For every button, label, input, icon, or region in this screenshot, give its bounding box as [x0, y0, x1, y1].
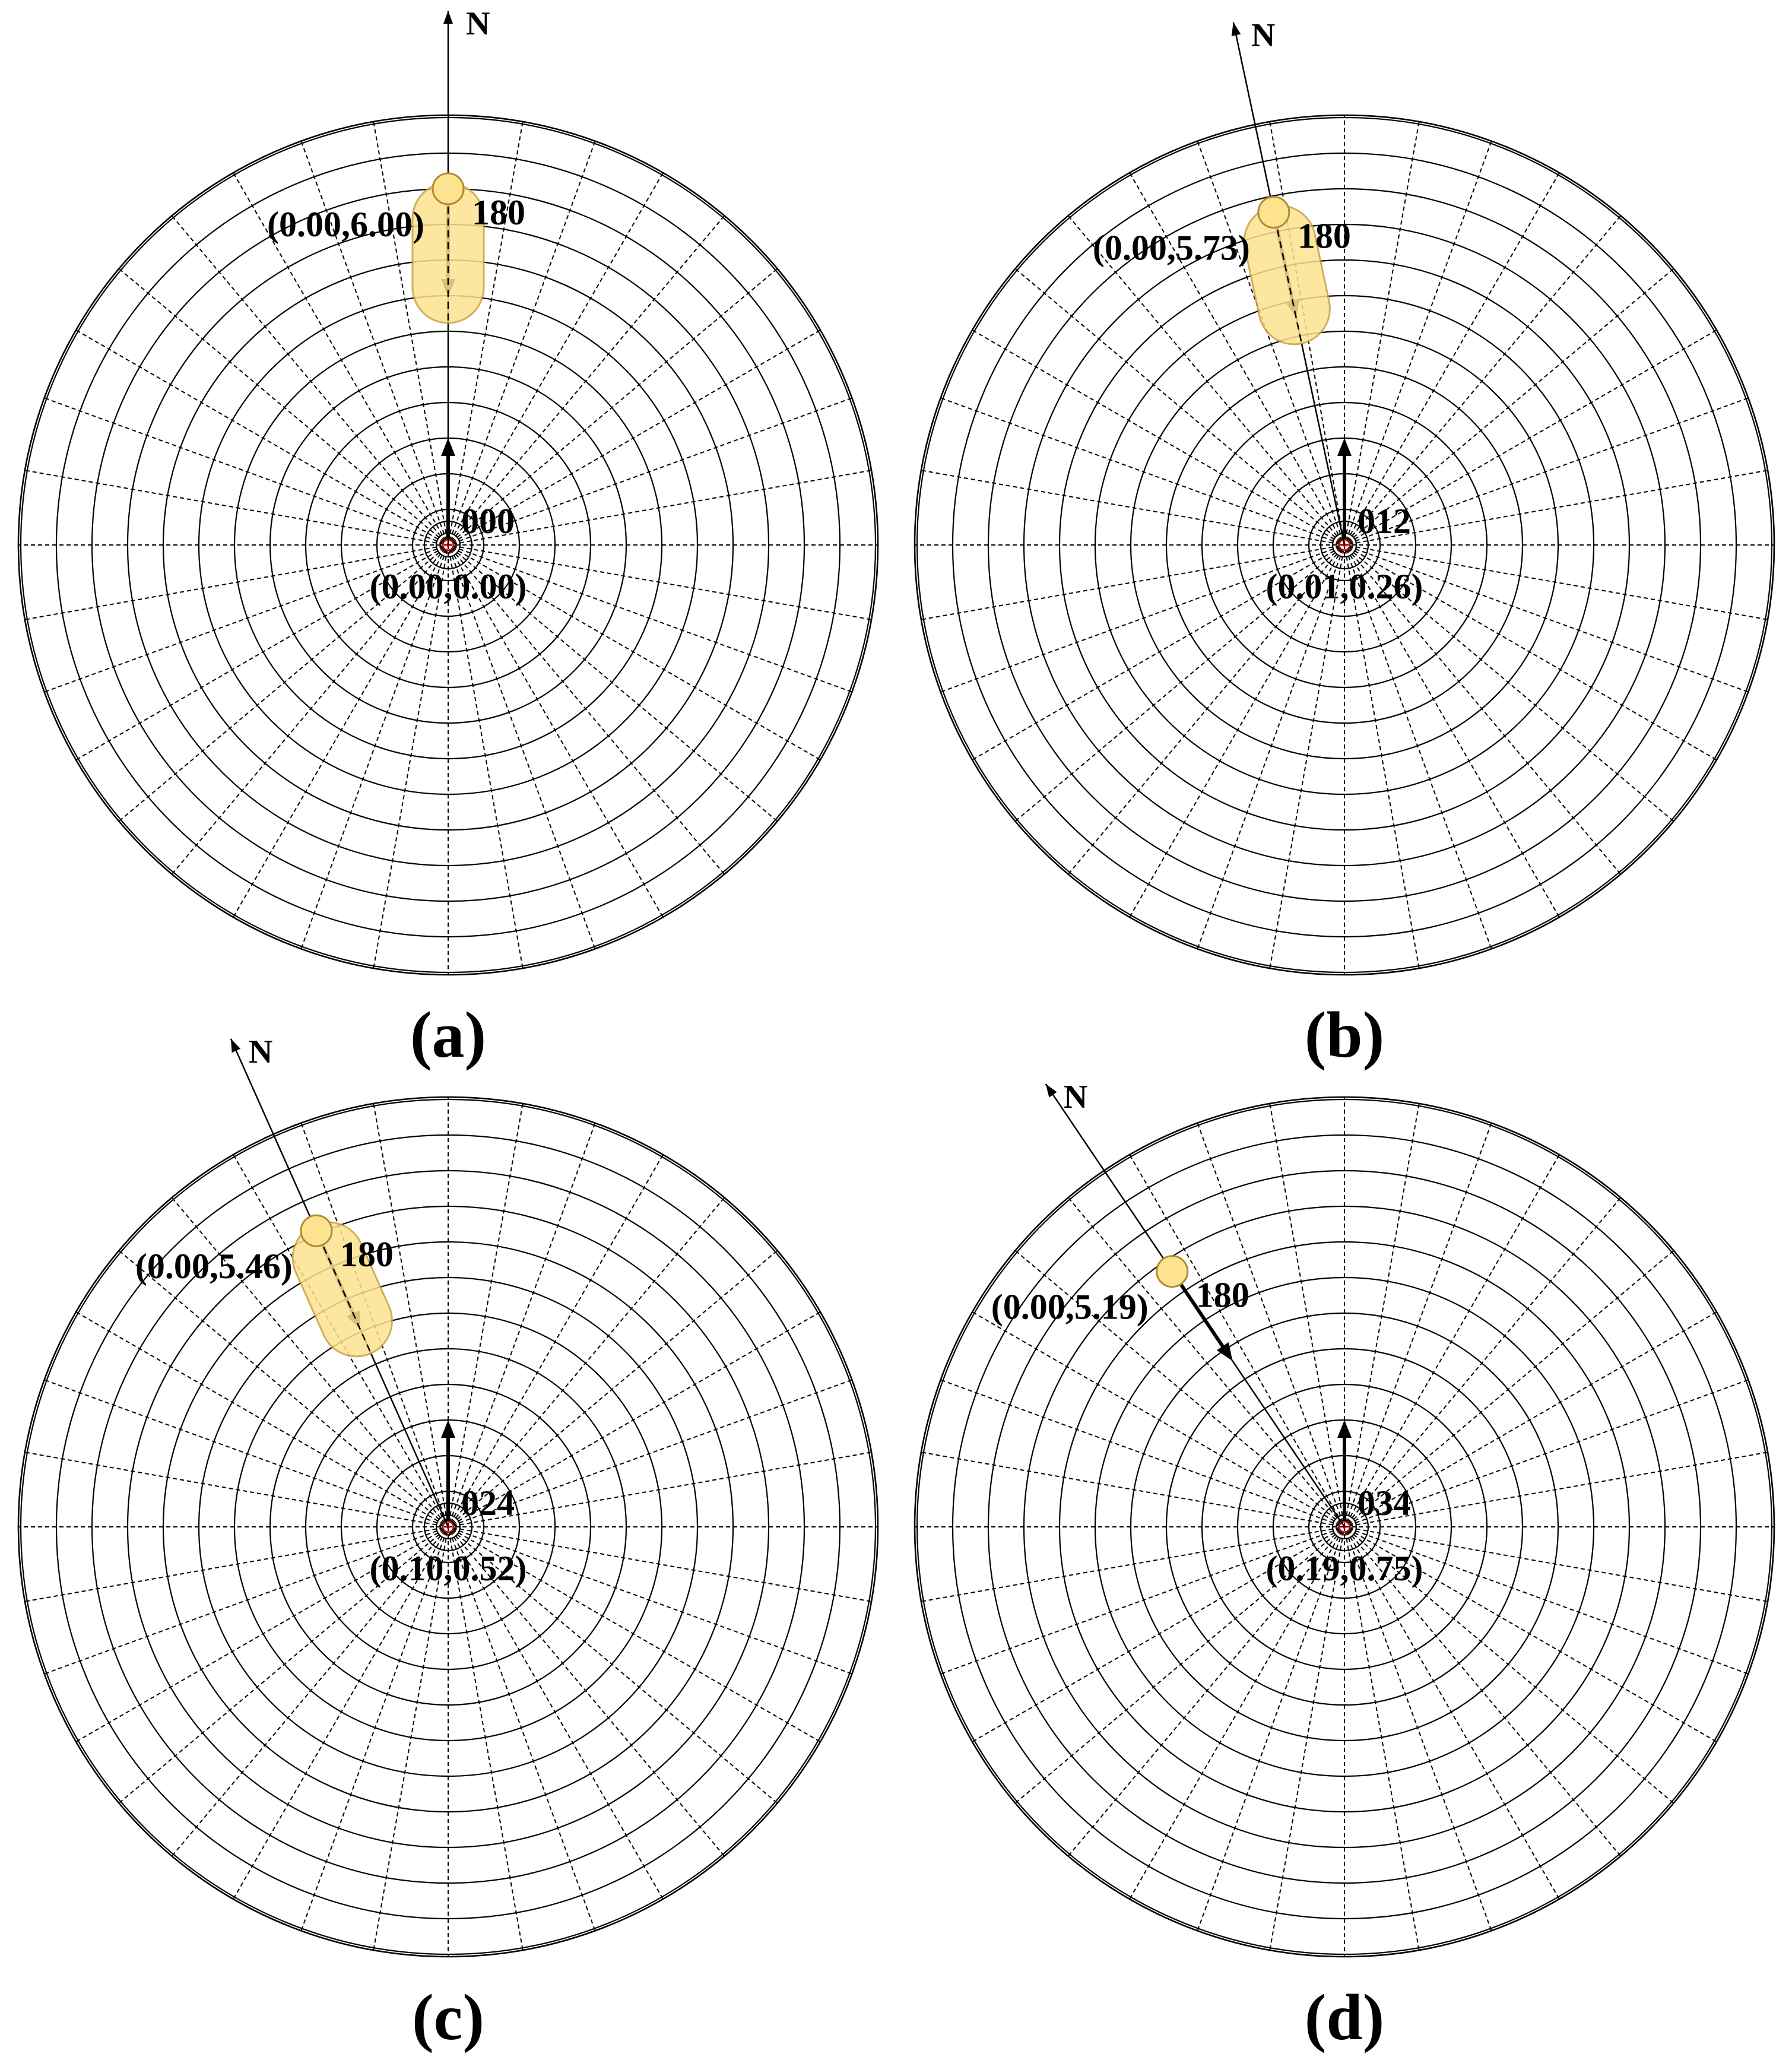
own-heading-arrowhead: [441, 1420, 455, 1438]
target-heading-label: 180: [1196, 1276, 1249, 1315]
own-ship-marker: [1338, 1520, 1351, 1533]
north-label: N: [249, 1034, 272, 1070]
own-position-label: (0.19,0.75): [1266, 1549, 1423, 1588]
own-position-label: (0.10,0.52): [370, 1549, 527, 1588]
own-ship-marker: [1338, 538, 1351, 552]
target-ship-marker: [432, 172, 465, 205]
target-heading-label: 180: [340, 1235, 394, 1274]
polar-panel-d: N 180 (0.00,5.19) 034 (0.19,0.75) (d): [914, 1079, 1775, 2053]
target-ship-marker: [1257, 196, 1290, 229]
target-ship-marker: [300, 1214, 333, 1247]
north-label: N: [466, 5, 490, 42]
own-heading-label: 012: [1358, 502, 1411, 541]
own-heading-arrowhead: [1337, 438, 1352, 456]
polar-panel-c: N 180 (0.00,5.46) 024 (0.10,0.52) (c): [17, 1034, 879, 2053]
polar-panel-b: N 180 (0.00,5.73) 012 (0.01,0.26) (b): [914, 17, 1775, 1071]
north-arrowhead: [1231, 22, 1241, 36]
target-heading-label: 180: [472, 193, 525, 232]
panel-caption: (c): [412, 1981, 484, 2053]
target-position-label: (0.00,5.73): [1093, 229, 1250, 268]
panel-caption: (a): [410, 999, 486, 1071]
target-heading-label: 180: [1298, 217, 1351, 256]
target-course-arrowhead: [1216, 1342, 1233, 1361]
target-position-label: (0.00,6.00): [267, 205, 424, 244]
own-heading-label: 034: [1358, 1484, 1411, 1523]
north-label: N: [1064, 1079, 1087, 1115]
polar-panel-a: N 180 (0.00,6.00) 000 (0.00,0.00) (a): [17, 5, 879, 1071]
north-label: N: [1251, 17, 1275, 54]
north-arrowhead: [1045, 1083, 1057, 1098]
north-arrowhead: [443, 11, 453, 24]
target-ship-marker: [1156, 1255, 1189, 1288]
panels-layer: N 180 (0.00,6.00) 000 (0.00,0.00) (a) N 180 (0.0…: [17, 5, 1775, 2053]
own-heading-label: 000: [461, 502, 515, 541]
target-position-label: (0.00,5.46): [135, 1247, 293, 1286]
target-course-arrow: [1171, 1270, 1230, 1356]
north-arrowhead: [230, 1038, 241, 1053]
own-ship-marker: [442, 1520, 455, 1533]
target-position-label: (0.00,5.19): [991, 1288, 1149, 1327]
own-heading-arrowhead: [1337, 1420, 1352, 1438]
own-heading-arrowhead: [441, 438, 455, 456]
own-heading-label: 024: [461, 1484, 515, 1523]
panel-caption: (b): [1305, 999, 1384, 1071]
own-position-label: (0.01,0.26): [1266, 567, 1423, 606]
panel-caption: (d): [1305, 1981, 1384, 2053]
own-position-label: (0.00,0.00): [370, 567, 527, 606]
